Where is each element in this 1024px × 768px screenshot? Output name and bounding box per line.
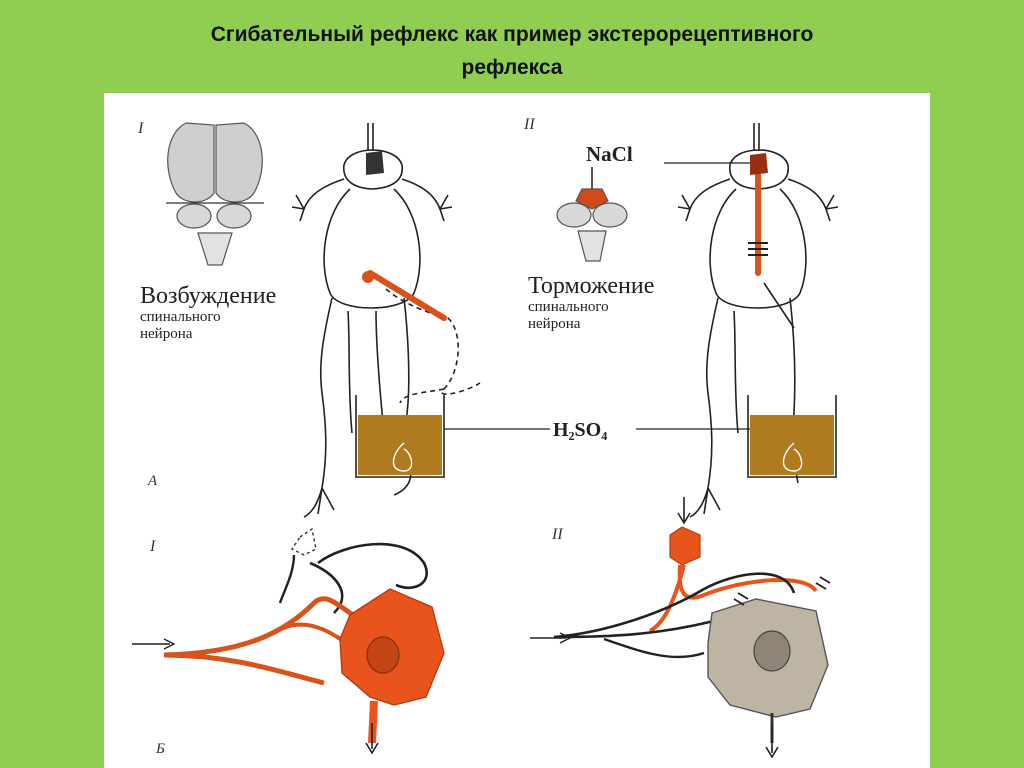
acid-beaker-right — [747, 395, 837, 478]
roman-label-b1: I — [149, 538, 156, 555]
title-line-1: Сгибательный рефлекс как пример экстерор… — [210, 23, 814, 46]
roman-label-b2: II — [551, 526, 563, 543]
slide-title: Сгибательный рефлекс как пример экстерор… — [0, 18, 1024, 84]
roman-label-a2: II — [523, 116, 535, 133]
spinal-section-marks — [748, 242, 768, 256]
brain-block-right — [750, 153, 768, 175]
inhibition-subtitle-2: нейрона — [528, 316, 581, 332]
brain-block-left — [366, 151, 384, 175]
excitation-subtitle-2: нейрона — [140, 326, 193, 342]
acid-label: H₂SO₄ — [553, 419, 607, 441]
excitation-subtitle-1: спинального — [140, 309, 221, 325]
brain-illustration-left — [166, 122, 264, 266]
inhibition-subtitle-1: спинального — [528, 299, 609, 315]
panel-letter-b: Б — [155, 741, 165, 757]
spinal-cord-dot-left — [362, 271, 374, 283]
frog-illustration-left — [291, 123, 481, 518]
figure-panel: I II NaCl Возбуждение спинального нейрон… — [104, 93, 930, 768]
title-line-2: рефлекса — [461, 56, 563, 79]
frog-illustration-right — [677, 123, 839, 518]
roman-label-a1: I — [137, 120, 144, 137]
brain-illustration-right — [556, 188, 628, 262]
panel-letter-a: А — [147, 473, 158, 489]
reflex-diagram: I II NaCl Возбуждение спинального нейрон… — [132, 116, 839, 759]
excited-nerve-left — [367, 270, 447, 321]
inhibition-title: Торможение — [528, 273, 654, 299]
acid-beaker-left — [355, 395, 445, 478]
salt-label: NaCl — [586, 142, 633, 166]
inhibited-neuron — [530, 497, 831, 759]
excitation-title: Возбуждение — [140, 283, 276, 309]
excited-neuron — [132, 527, 445, 755]
